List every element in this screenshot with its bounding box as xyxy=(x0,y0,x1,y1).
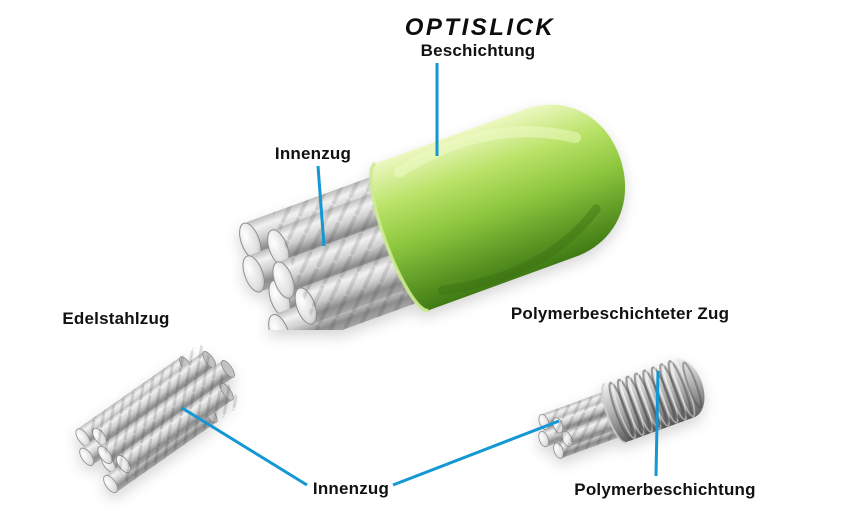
main-cable-group xyxy=(239,104,626,330)
main-cable-illustration xyxy=(239,104,626,330)
strand-twist-texture xyxy=(85,345,243,485)
label-edelstahlzug: Edelstahlzug xyxy=(62,309,170,328)
steel-strand-bundle xyxy=(75,345,243,494)
polymer-coating-body xyxy=(602,358,705,443)
polymer-cable-group xyxy=(538,358,705,459)
optislick-logo: OPTISLICK xyxy=(404,14,556,41)
coating-rim-highlight xyxy=(369,162,430,313)
steel-cable-illustration xyxy=(75,345,243,494)
main-strand-bundle xyxy=(239,170,435,330)
label-innenzug-bottom: Innenzug xyxy=(312,479,390,498)
polymer-rim-highlight xyxy=(601,383,627,444)
polymer-ribs xyxy=(608,359,703,441)
coating-highlight xyxy=(394,126,581,178)
polymer-cable-illustration xyxy=(538,358,705,459)
label-polymerbeschichteter-zug: Polymerbeschichteter Zug xyxy=(510,304,730,323)
label-beschichtung-top: Beschichtung xyxy=(420,41,536,60)
label-innenzug-main: Innenzug xyxy=(274,144,352,163)
label-polymerbeschichtung: Polymerbeschichtung xyxy=(574,480,756,499)
coating-shadow xyxy=(438,204,601,295)
steel-cable-group xyxy=(75,345,243,494)
